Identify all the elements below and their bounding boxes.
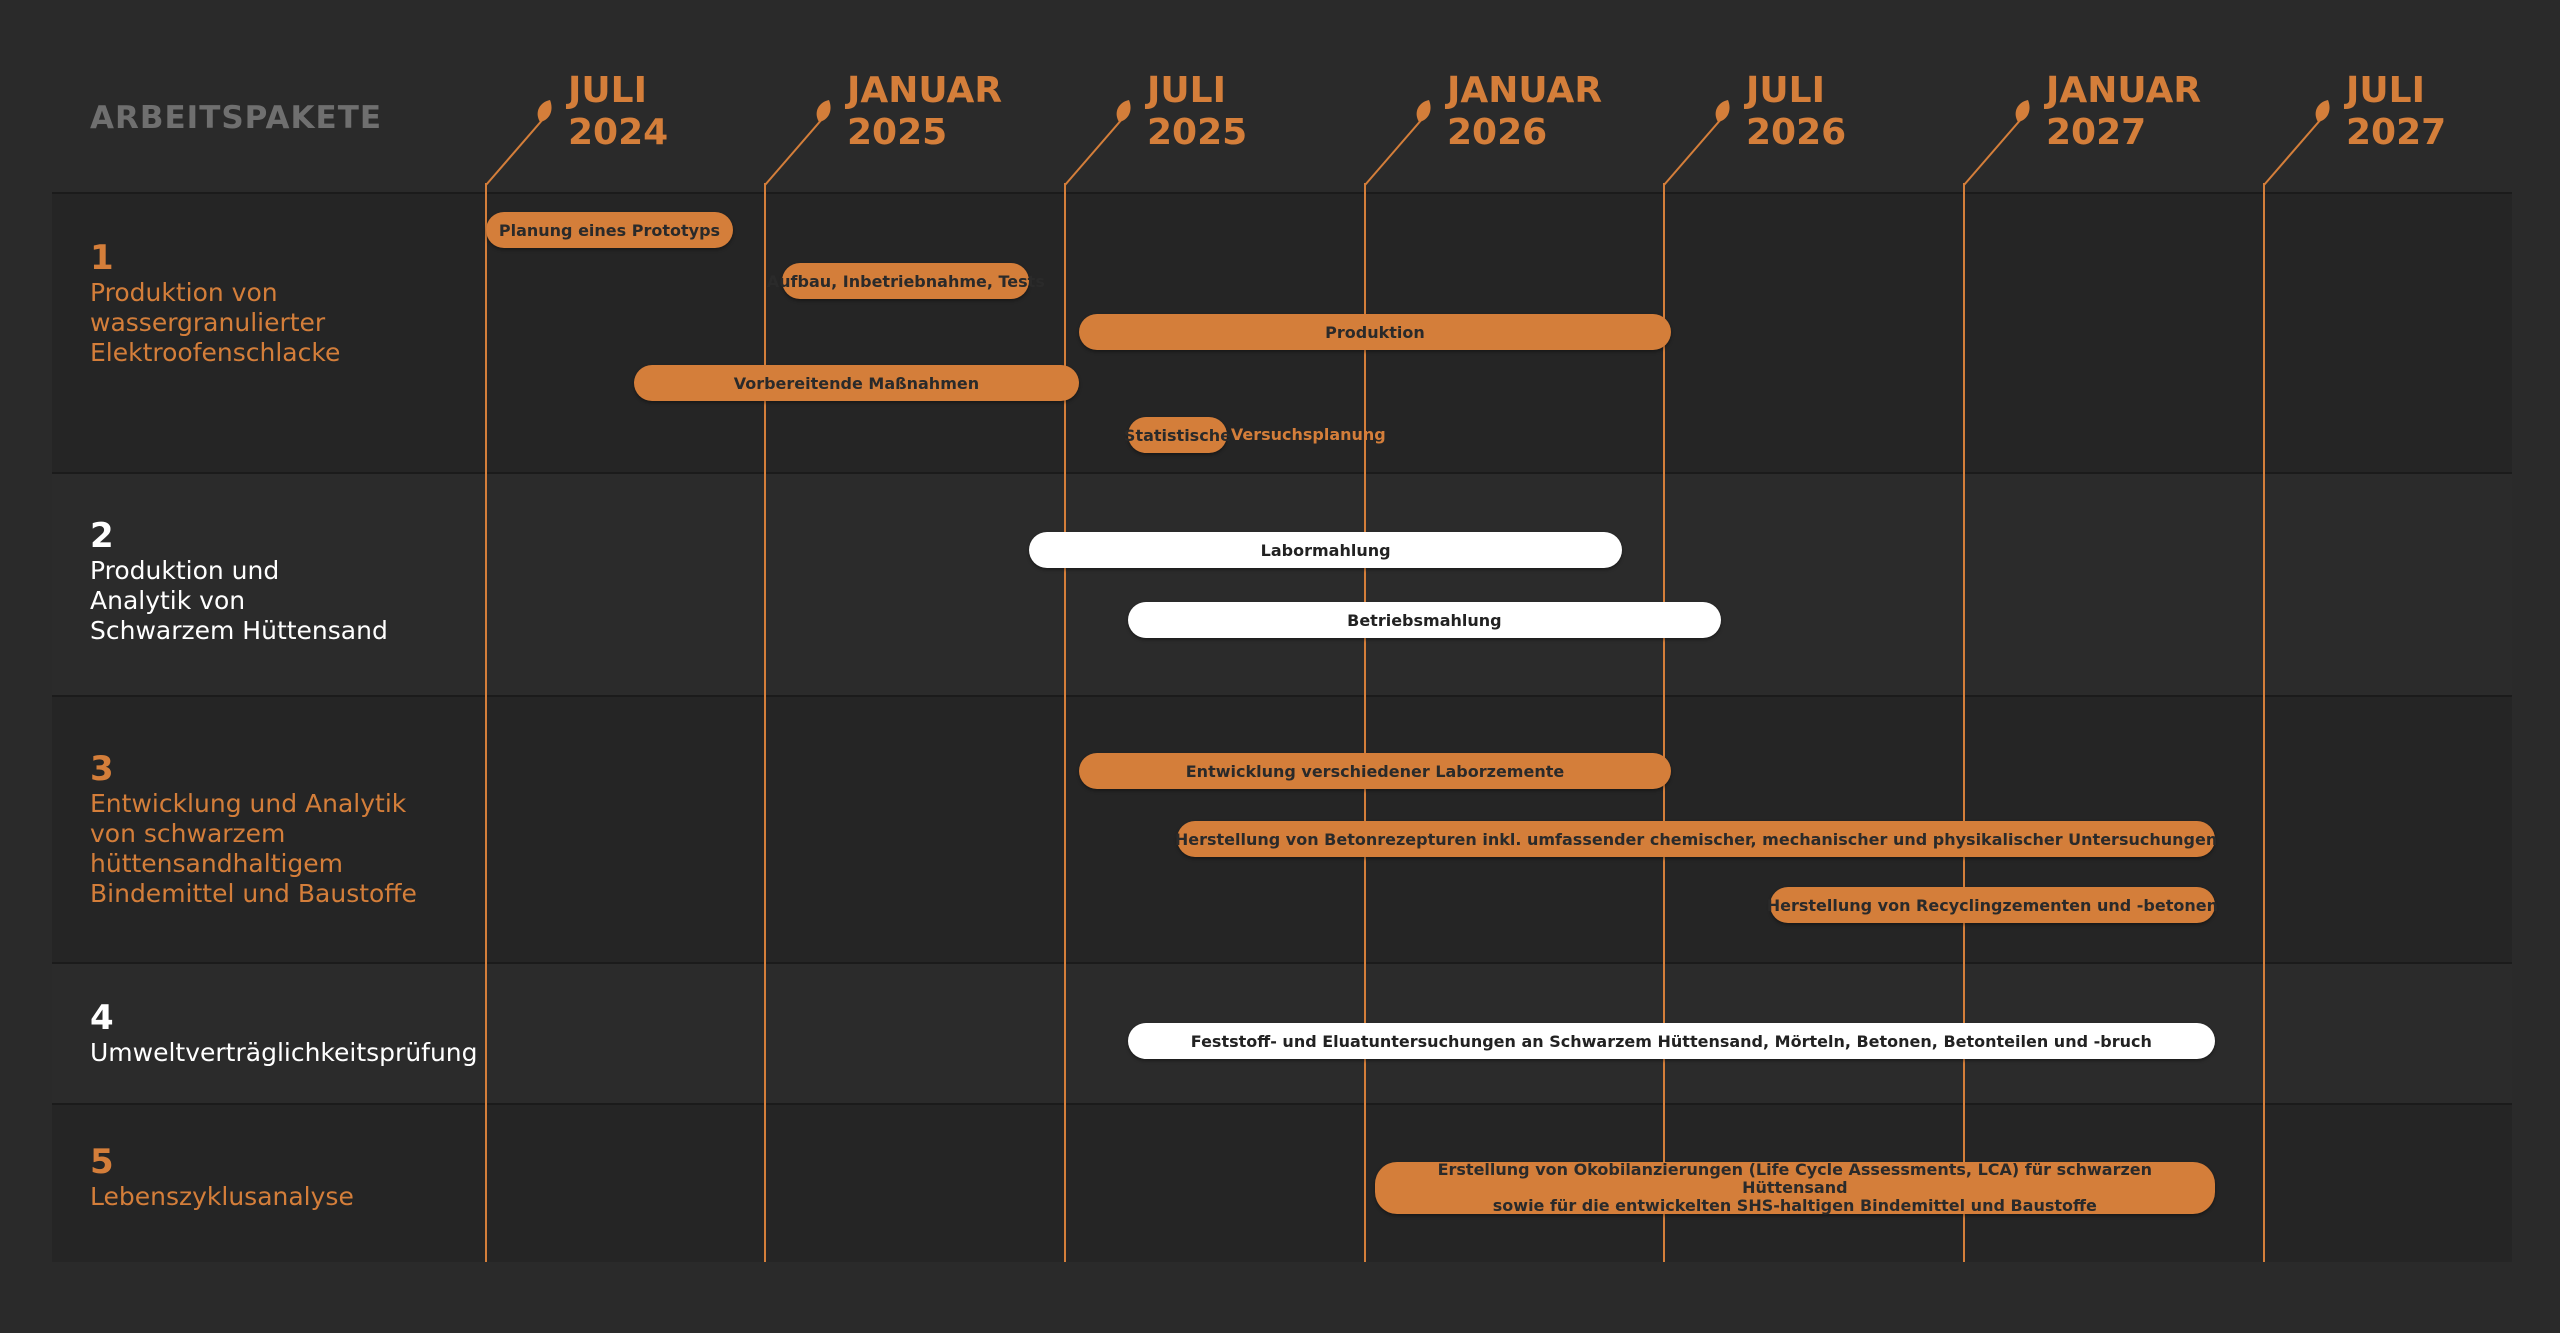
tick-leaf-icon [764,100,831,186]
tick-month: JANUAR [2046,70,2202,111]
task-label: Betriebsmahlung [1347,610,1502,630]
band-divider [52,695,2512,697]
tick-month: JANUAR [1447,70,1603,111]
task-label: Produktion [1325,322,1425,342]
timeline-gridline [1663,183,1665,1262]
work-package-number: 4 [90,998,114,1038]
tick-year: 2027 [2346,112,2447,153]
work-package-number: 2 [90,516,114,556]
tick-year: 2025 [847,112,948,153]
task-label: Statistische [1123,425,1231,445]
tick-year: 2026 [1447,112,1548,153]
tick-month: JULI [568,70,647,111]
tick-leaf-icon [1064,100,1131,186]
task-label: Feststoff- und Eluatuntersuchungen an Sc… [1190,1031,2152,1051]
band-divider [52,192,2512,194]
task-bar: Entwicklung verschiedener Laborzemente [1078,753,1672,789]
work-package-number: 3 [90,749,114,789]
work-package-band [52,473,2512,696]
task-bar: Statistische [1124,417,1231,453]
task-label: Entwicklung verschiedener Laborzemente [1185,761,1565,781]
task-label: Herstellung von Recyclingzementen und -b… [1766,895,2218,915]
work-package-number: 1 [90,238,114,278]
task-label: Erstellung von Ökobilanzierungen (Life C… [1437,1160,2153,1215]
timeline-gridline [1963,183,1965,1262]
band-divider [52,472,2512,474]
timeline-gridline [1364,183,1366,1262]
tick-year: 2027 [2046,112,2147,153]
task-bar: Feststoff- und Eluatuntersuchungen an Sc… [1128,1023,2215,1059]
header-title: ARBEITSPAKETE [90,100,383,136]
band-divider [52,1103,2512,1105]
work-package-title: Umweltverträglichkeitsprüfung [90,1038,478,1067]
tick-leaf-icon [2263,100,2330,186]
band-divider [52,962,2512,964]
tick-leaf-icon [1364,100,1431,186]
tick-leaf-icon [485,100,552,186]
task-bar: Herstellung von Betonrezepturen inkl. um… [1174,821,2218,857]
tick-month: JULI [2346,70,2425,111]
work-package-title: Produktion von wassergranulierter Elektr… [90,278,341,367]
task-label: Herstellung von Betonrezepturen inkl. um… [1174,829,2218,849]
task-bar: Planung eines Prototyps [486,212,733,248]
task-bar: Aufbau, Inbetriebnahme, Tests [767,263,1045,299]
work-package-title: Entwicklung und Analytik von schwarzem h… [90,789,417,908]
tick-leaf-icon [1663,100,1730,186]
tick-month: JULI [1746,70,1825,111]
work-package-title: Lebenszyklusanalyse [90,1182,354,1211]
tick-year: 2025 [1147,112,1248,153]
task-bar: Produktion [1078,314,1672,350]
task-bar: Labormahlung [1029,532,1622,568]
task-label: Vorbereitende Maßnahmen [733,373,980,393]
task-label: Aufbau, Inbetriebnahme, Tests [766,271,1045,291]
task-bar: Vorbereitende Maßnahmen [634,365,1079,401]
task-bar: Herstellung von Recyclingzementen und -b… [1766,887,2218,923]
tick-month: JULI [1147,70,1226,111]
work-package-number: 5 [90,1142,114,1182]
timeline-gridline [1064,183,1066,1262]
task-label: Planung eines Prototyps [498,220,721,240]
task-bar: Erstellung von Ökobilanzierungen (Life C… [1375,1160,2215,1215]
task-label-overflow: Versuchsplanung [1230,425,1386,444]
tick-leaf-icon [1963,100,2030,186]
task-label: Labormahlung [1260,540,1391,560]
timeline-gridline [2263,183,2265,1262]
tick-year: 2024 [568,112,669,153]
timeline-gridline [485,183,487,1262]
task-bar: Betriebsmahlung [1128,602,1721,638]
work-package-title: Produktion und Analytik von Schwarzem Hü… [90,556,388,645]
tick-year: 2026 [1746,112,1847,153]
tick-month: JANUAR [847,70,1003,111]
timeline-gridline [764,183,766,1262]
